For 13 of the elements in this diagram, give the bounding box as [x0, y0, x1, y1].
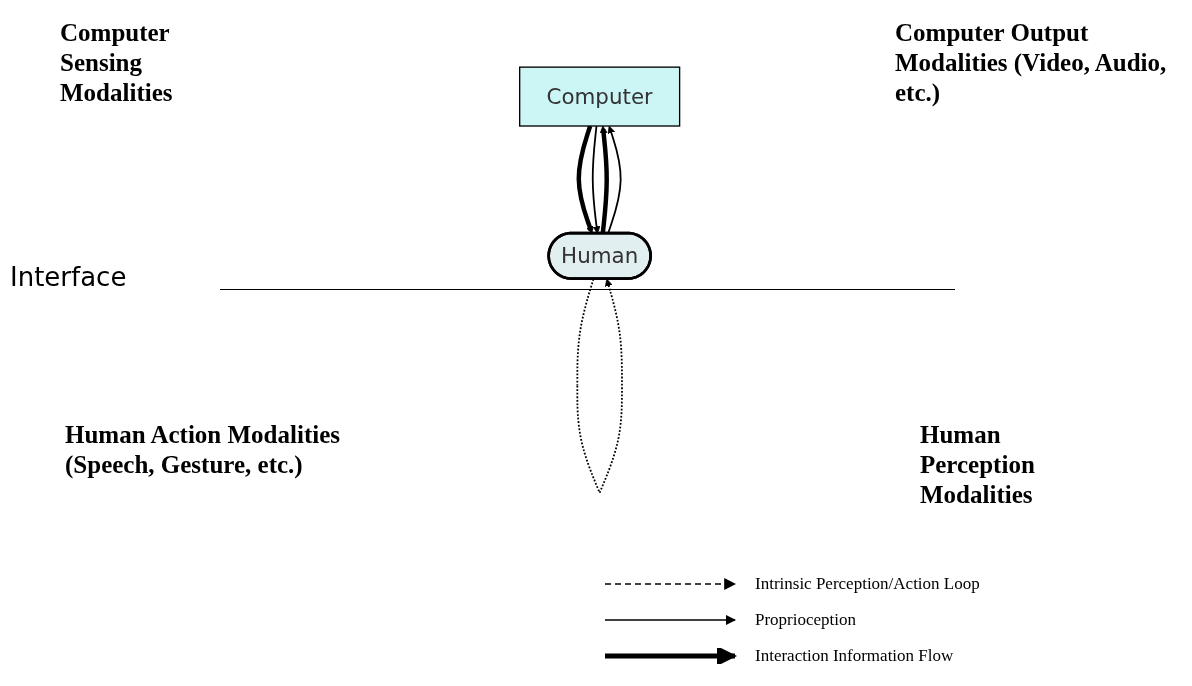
modality-label: Interface: [10, 262, 127, 292]
modality-label: Computer Output Modalities (Video, Audio, etc.): [895, 18, 1168, 108]
modality-label: Computer Sensing Modalities: [60, 18, 174, 108]
arrow: [600, 125, 610, 234]
node-box: Computer: [519, 66, 681, 127]
legend-text: Proprioception: [755, 610, 857, 630]
legend-text: Intrinsic Perception/Action Loop: [755, 574, 980, 594]
modality-label: Human Perception Modalities: [920, 420, 1036, 510]
arrow: [576, 125, 594, 234]
legend-text: Interaction Information Flow: [755, 646, 954, 666]
arrow: [592, 125, 601, 234]
modality-label: Human Action Modalities (Speech, Gesture, etc.): [65, 420, 341, 480]
arrow: [576, 278, 624, 494]
